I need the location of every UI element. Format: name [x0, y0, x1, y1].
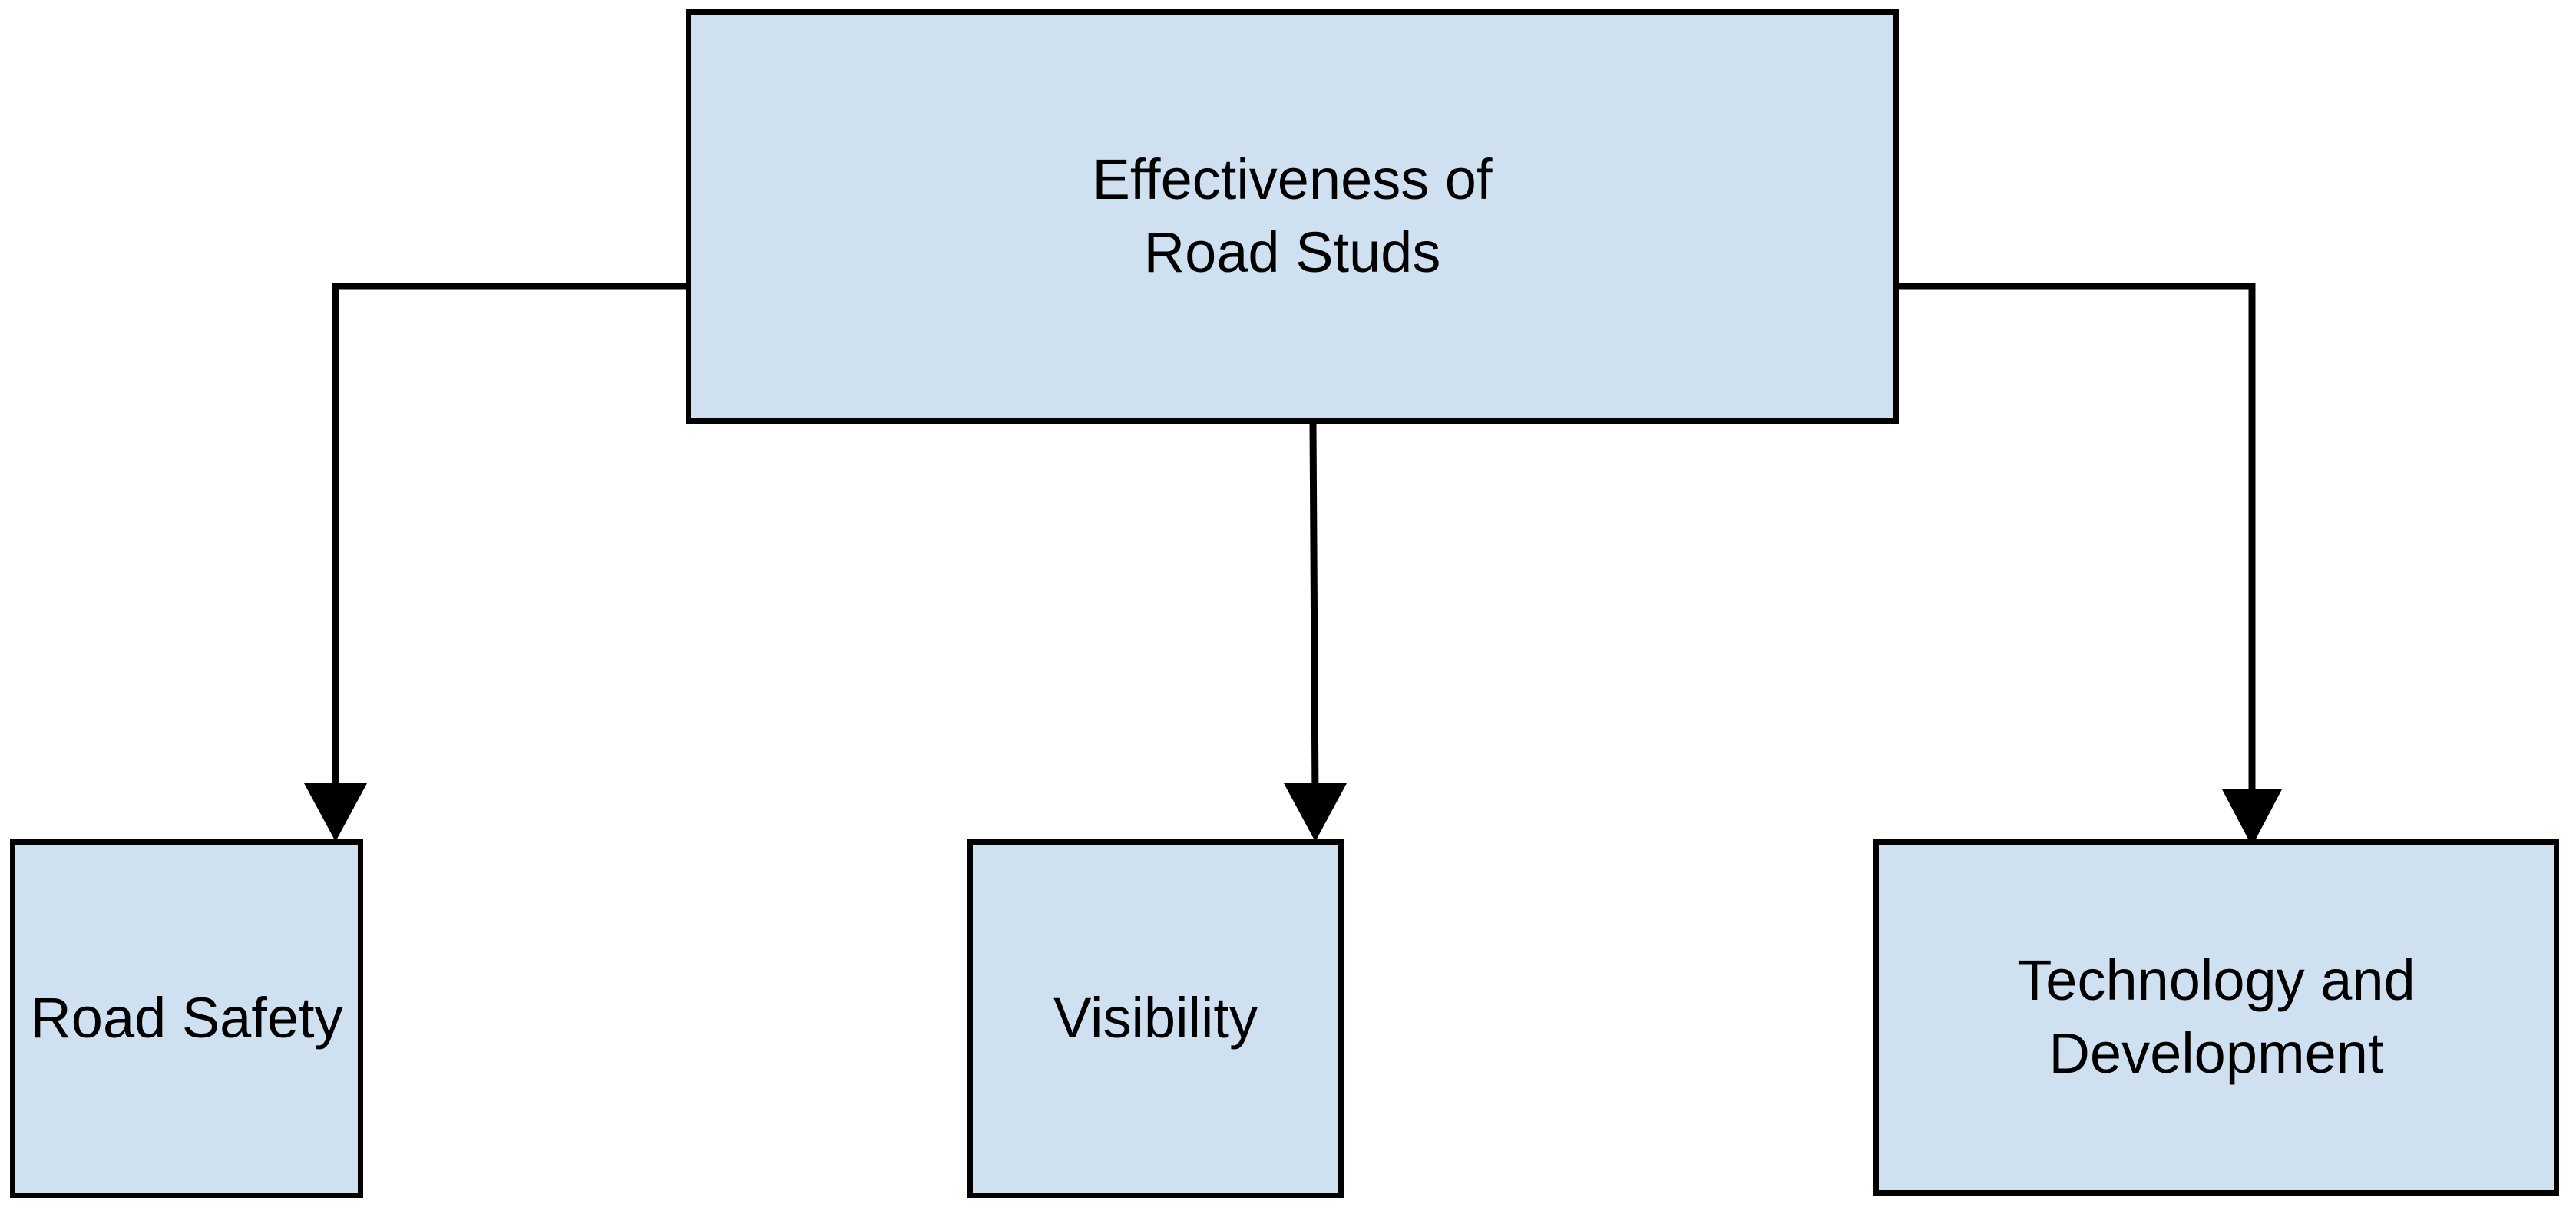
- connector-line-right: [1899, 283, 2256, 803]
- node-technology-and-development[interactable]: Technology and Development: [1873, 839, 2559, 1196]
- arrowhead-road-safety: [304, 783, 367, 842]
- node-effectiveness-of-road-studs[interactable]: Effectiveness of Road Studs: [686, 9, 1899, 424]
- connector-root-to-technology: [1899, 283, 2282, 846]
- node-label-visibility: Visibility: [1053, 986, 1258, 1050]
- connector-line-middle: [1309, 423, 1319, 799]
- arrowhead-technology: [2222, 789, 2282, 846]
- node-road-safety[interactable]: Road Safety: [10, 839, 363, 1198]
- node-label-effectiveness-of-road-studs: Effectiveness of Road Studs: [1092, 147, 1493, 284]
- node-label-road-safety: Road Safety: [30, 986, 343, 1050]
- node-label-technology-and-development: Technology and Development: [2017, 948, 2416, 1085]
- arrowhead-visibility: [1284, 783, 1347, 842]
- connector-root-to-visibility: [1284, 423, 1347, 842]
- connector-root-to-road-safety: [304, 283, 686, 842]
- node-visibility[interactable]: Visibility: [967, 839, 1344, 1198]
- connector-line-left: [332, 283, 686, 799]
